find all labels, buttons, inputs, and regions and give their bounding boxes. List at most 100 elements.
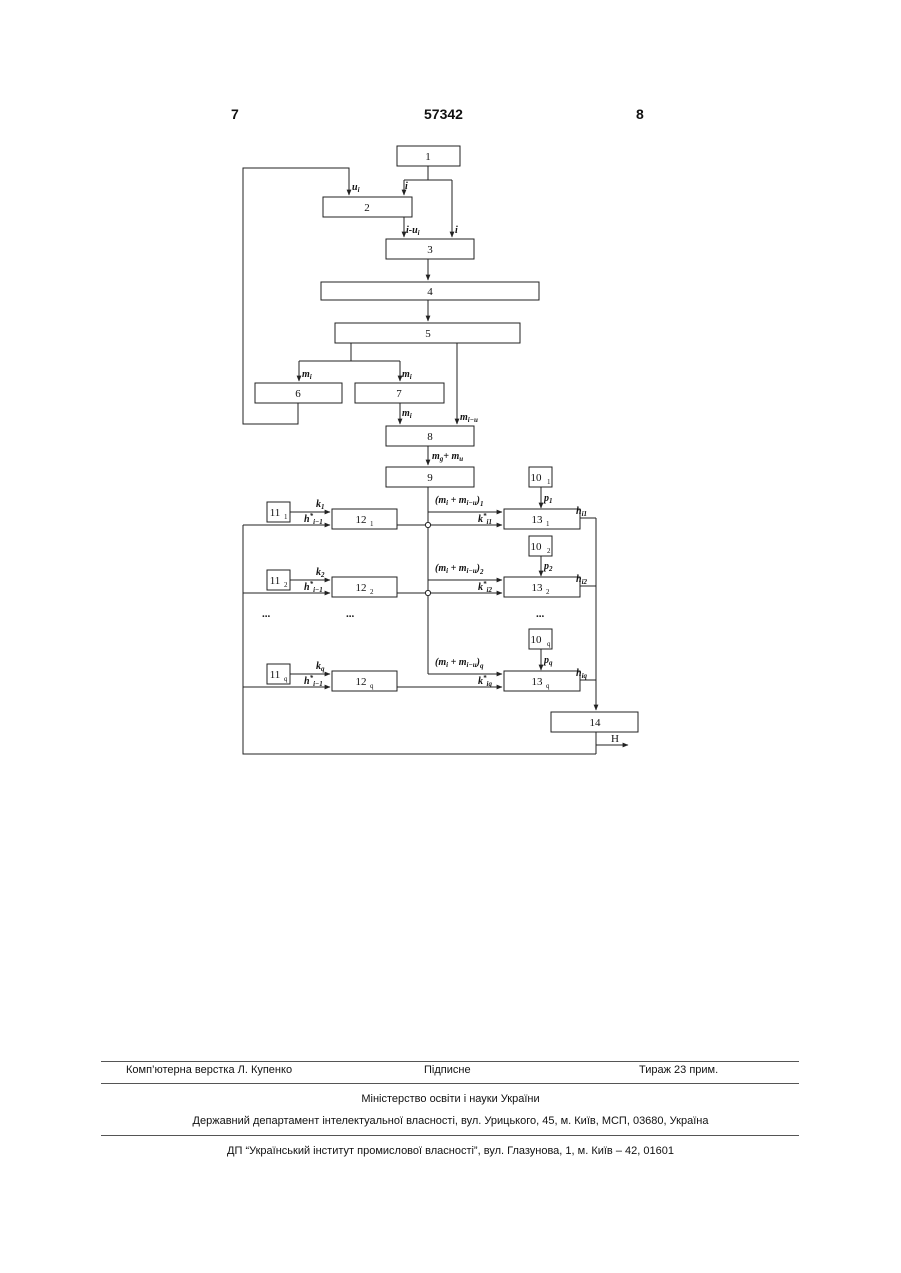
svg-text:hi1: hi1 xyxy=(576,506,587,518)
paren-sum-q-sub-iu: i−u xyxy=(467,661,477,669)
block-11-1: 11 1 xyxy=(267,502,290,522)
block-13-2-index: 2 xyxy=(546,588,550,596)
block-4-label: 4 xyxy=(427,286,433,298)
svg-text:11: 11 xyxy=(270,575,281,587)
output-H: H xyxy=(611,733,619,745)
svg-text:k*i1: k*i1 xyxy=(478,512,492,526)
svg-text:p1: p1 xyxy=(543,493,553,505)
svg-text:ui: ui xyxy=(352,182,360,194)
svg-text:mi: mi xyxy=(302,369,312,381)
paren-sum-2-index: 2 xyxy=(479,568,484,576)
signal-i-minus-u: i-u xyxy=(406,225,418,236)
svg-text:i-ui: i-ui xyxy=(406,225,420,237)
signal-m-i-minus-u-sub: i−u xyxy=(468,416,478,424)
block-11-2: 11 2 xyxy=(267,570,290,590)
signal-k-2-sub: 2 xyxy=(320,571,325,579)
signal-labels: ui i i-ui i mi mi mi mi−u mg+ mu (mi + m… xyxy=(262,181,619,745)
signal-p-2-sub: 2 xyxy=(548,565,553,573)
block-1: 1 xyxy=(397,146,460,166)
block-5: 5 xyxy=(335,323,520,343)
block-10-q: 10 q xyxy=(529,629,552,649)
k-star-2-sub: i2 xyxy=(487,586,493,594)
block-11-q: 11 q xyxy=(267,664,290,684)
svg-text:k*i2: k*i2 xyxy=(478,580,492,594)
signal-m-to-7-sub: i xyxy=(410,373,412,381)
footer-circulation: Тираж 23 прим. xyxy=(639,1064,718,1076)
block-12-q-label: 12 xyxy=(356,676,367,688)
svg-text:k*iq: k*iq xyxy=(478,674,492,688)
paren-sum-2-sub-iu: i−u xyxy=(467,567,477,575)
junction-node xyxy=(425,590,430,595)
k-star-1-sub: i1 xyxy=(487,518,492,526)
block-13-q-index: q xyxy=(546,682,550,690)
block-11-2-index: 2 xyxy=(284,581,288,589)
block-2-label: 2 xyxy=(364,202,370,214)
block-11-q-label: 11 xyxy=(270,669,281,681)
svg-text:pq: pq xyxy=(543,655,553,667)
signal-m-sum-sub-u: u xyxy=(459,455,463,463)
svg-text:k1: k1 xyxy=(316,499,325,511)
signal-p-1-sub: 1 xyxy=(549,497,553,505)
paren-sum-1: (m xyxy=(435,495,446,506)
block-10-2-index: 2 xyxy=(547,547,551,555)
junction-node xyxy=(425,522,430,527)
svg-text:(mi + mi−u)q: (mi + mi−u)q xyxy=(435,657,484,670)
signal-m-7-to-8-sub: i xyxy=(410,412,412,420)
signal-k-q-sub: q xyxy=(321,665,325,673)
block-7: 7 xyxy=(355,383,444,403)
svg-text:hi2: hi2 xyxy=(576,574,588,586)
svg-text:h*i−1: h*i−1 xyxy=(304,674,323,688)
svg-text:hiq: hiq xyxy=(576,668,588,680)
signal-i-minus-u-sub: i xyxy=(418,229,420,237)
svg-text:10: 10 xyxy=(531,541,543,553)
block-10-1-index: 1 xyxy=(547,478,551,486)
paren-sum-2-plus: + m xyxy=(448,563,467,574)
block-10-1-label: 10 xyxy=(531,472,543,484)
signal-h-1-sub: i1 xyxy=(582,510,587,518)
paren-sum-1-plus: + m xyxy=(448,495,467,506)
block-11-q-index: q xyxy=(284,675,288,683)
block-12-1-index: 1 xyxy=(370,520,374,528)
ellipsis-left: ... xyxy=(262,608,271,620)
block-12-2-label: 12 xyxy=(356,582,367,594)
block-8-label: 8 xyxy=(427,431,433,443)
block-9-label: 9 xyxy=(427,472,433,484)
block-11-1-index: 1 xyxy=(284,513,288,521)
footer-rule-bottom xyxy=(101,1135,799,1136)
block-6: 6 xyxy=(255,383,342,403)
svg-text:(mi + mi−u)2: (mi + mi−u)2 xyxy=(435,563,484,576)
block-10-q-index: q xyxy=(547,640,551,648)
paren-sum-1-sub-iu: i−u xyxy=(467,499,477,507)
signal-k-1-sub: 1 xyxy=(321,503,325,511)
block-4: 4 xyxy=(321,282,539,300)
svg-text:mi: mi xyxy=(402,408,412,420)
signal-i-to-3: i xyxy=(455,225,458,236)
block-12-2: 12 2 xyxy=(332,577,397,597)
ellipsis-middle: ... xyxy=(346,608,355,620)
block-1-label: 1 xyxy=(425,151,431,163)
block-10-q-label: 10 xyxy=(531,634,543,646)
signal-h-star-1-sub: i−1 xyxy=(313,518,323,526)
block-5-label: 5 xyxy=(425,328,431,340)
svg-text:11: 11 xyxy=(270,507,281,519)
block-9: 9 xyxy=(386,467,474,487)
block-10-2: 10 2 xyxy=(529,536,552,556)
svg-text:p2: p2 xyxy=(543,561,553,573)
svg-text:h*i−1: h*i−1 xyxy=(304,580,323,594)
block-12-1-label: 12 xyxy=(356,514,367,526)
signal-m-sum-plus: + m xyxy=(443,451,459,462)
paren-sum-q: (m xyxy=(435,657,446,668)
svg-text:kq: kq xyxy=(316,661,325,673)
svg-text:mg+ mu: mg+ mu xyxy=(432,451,463,463)
block-7-label: 7 xyxy=(396,388,402,400)
footer-department: Державний департамент інтелектуальної вл… xyxy=(0,1115,901,1127)
block-11-1-label: 11 xyxy=(270,507,281,519)
block-13-1-label: 13 xyxy=(532,514,544,526)
block-diagram: 1 2 3 4 5 6 7 8 9 10 1 10 2 xyxy=(0,0,901,800)
svg-text:h*i−1: h*i−1 xyxy=(304,512,323,526)
block-13-q-label: 13 xyxy=(532,676,544,688)
block-12-q: 12 q xyxy=(332,671,397,691)
block-12-1: 12 1 xyxy=(332,509,397,529)
block-14-label: 14 xyxy=(590,717,602,729)
signal-h-star-q-sub: i−1 xyxy=(313,680,323,688)
